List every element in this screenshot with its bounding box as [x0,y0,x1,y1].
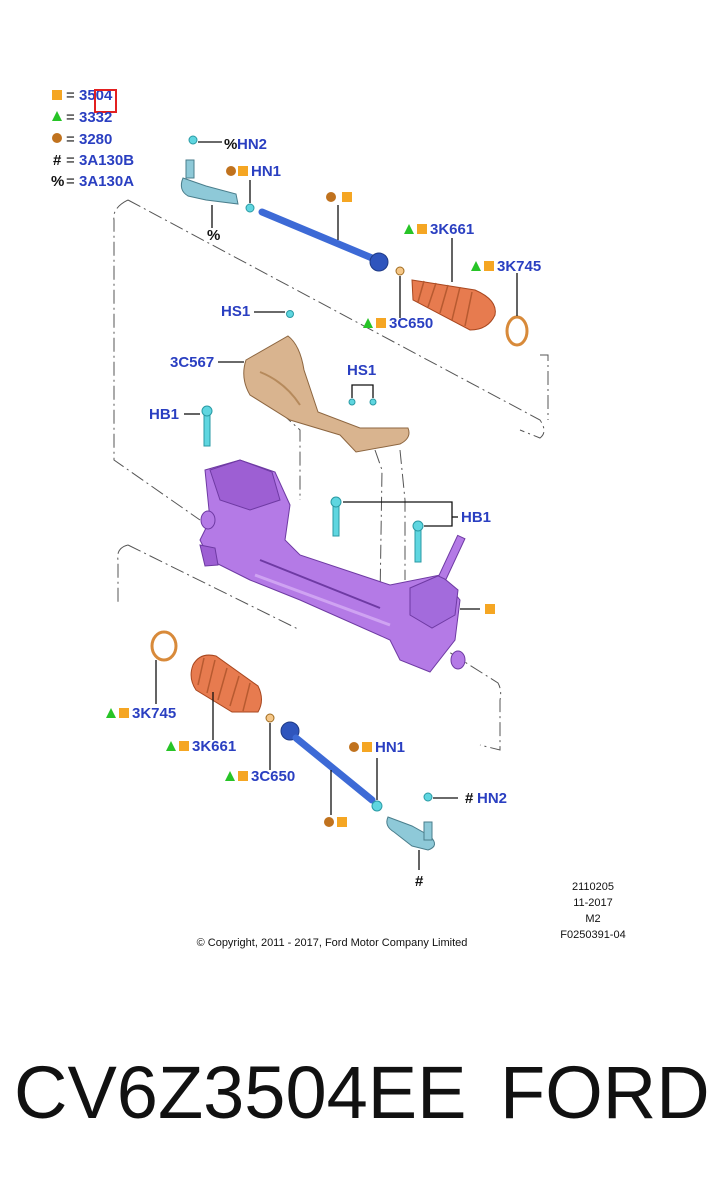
tie-rod-end-top [180,135,239,205]
highlight-box [94,89,117,113]
orange-square-icon [362,742,372,752]
callout-3k745-top: 3K745 [497,258,541,275]
callout-3c650-top: 3C650 [389,315,433,332]
green-triangle-icon [404,224,414,234]
brown-dot-icon [324,817,334,827]
legend-code-3332: 3332 [79,109,112,126]
green-triangle-icon [225,771,235,781]
jam-nut-top [245,203,255,213]
steering-boot-top [411,279,496,331]
exploded-parts-diagram: = 3504 = 3332 = 3280 # = 3A130B % = 3A13… [51,87,626,949]
part-number: CV6Z3504EE [14,1051,467,1134]
green-triangle-icon [106,708,116,718]
callout-3c650-bottom: 3C650 [251,768,295,785]
orange-square-icon [179,741,189,751]
callout-hn1-bottom: HN1 [375,739,405,756]
legend-code-3280: 3280 [79,131,112,148]
orange-square-icon [376,318,386,328]
orange-square-icon [485,604,495,614]
callout-3k745-bottom: 3K745 [132,705,176,722]
callout-hn2-bottom: HN2 [477,790,507,807]
svg-text:=: = [66,173,75,190]
brown-dot-icon [52,133,62,143]
green-triangle-icon [363,318,373,328]
heat-shield [243,335,410,453]
svg-text:=: = [66,152,75,169]
hash-icon: # [53,152,62,169]
doc-code-date: 11-2017 [573,897,613,909]
orange-square-icon [337,817,347,827]
svg-text:=: = [66,131,75,148]
steering-gear-housing [199,459,466,673]
callout-hb1-left: HB1 [149,406,179,423]
callout-hn1-top: HN1 [251,163,281,180]
callout-labels: % HN2 HN1 % 3K661 3K745 3C650 HS1 3C567 … [106,136,541,890]
doc-code-figure: F0250391-04 [560,929,625,941]
callout-3k661-top: 3K661 [430,221,474,238]
hash-mark: # [415,873,424,890]
orange-square-icon [52,90,62,100]
legend-code-3a130b: 3A130B [79,152,134,169]
callout-hs1-upper: HS1 [221,303,250,320]
steering-boot-bottom [190,654,262,713]
copyright-notice: © Copyright, 2011 - 2017, Ford Motor Com… [197,937,468,949]
legend: = 3504 = 3332 = 3280 # = 3A130B % = 3A13… [51,87,134,190]
brand-name: FORD [500,1051,708,1134]
heat-shield-screw [286,310,294,318]
diagram-canvas: = 3504 = 3332 = 3280 # = 3A130B % = 3A13… [51,87,626,949]
tie-rod-end-bottom [386,792,458,851]
brown-dot-icon [326,192,336,202]
percent-mark: % [224,136,237,153]
hash-mark: # [465,790,474,807]
orange-square-icon [119,708,129,718]
orange-square-icon [238,166,248,176]
percent-mark: % [207,227,220,244]
document-info: 2110205 11-2017 M2 F0250391-04 © Copyrig… [197,881,626,949]
svg-text:=: = [66,109,75,126]
callout-3k661-bottom: 3K661 [192,738,236,755]
orange-square-icon [484,261,494,271]
green-triangle-icon [166,741,176,751]
part-caption: CV6Z3504EE FORD [0,1050,708,1170]
green-triangle-icon [52,111,62,121]
boot-clamp-bottom [150,630,178,662]
brown-dot-icon [226,166,236,176]
legend-code-3504: 3504 [79,87,113,104]
green-triangle-icon [471,261,481,271]
callout-hn2-top: HN2 [237,136,267,153]
doc-code-illustration: 2110205 [572,881,614,893]
jam-nut-bottom [371,800,383,812]
callout-hs1-lower: HS1 [347,362,376,379]
inner-tie-rod-top [258,208,389,272]
doc-code-rev: M2 [585,913,600,925]
housing-bolts [201,405,424,563]
orange-square-icon [417,224,427,234]
percent-icon: % [51,173,64,190]
clamp-ring-top [395,266,405,276]
legend-code-3a130a: 3A130A [79,173,134,190]
callout-hb1-right: HB1 [461,509,491,526]
brown-dot-icon [349,742,359,752]
orange-square-icon [238,771,248,781]
assembly-guide-lines [113,199,549,751]
orange-square-icon [342,192,352,202]
inner-tie-rod-bottom [280,721,376,804]
callout-3c567: 3C567 [170,354,214,371]
boot-clamp-top [505,315,529,347]
clamp-ring-bottom [265,713,275,723]
svg-text:=: = [66,87,75,104]
